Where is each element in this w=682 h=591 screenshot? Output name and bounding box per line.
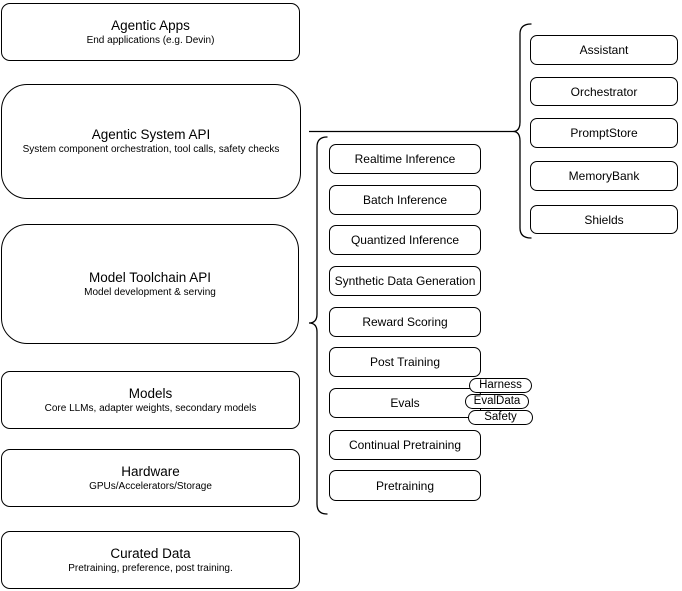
node-promptstore: PromptStore xyxy=(530,118,678,148)
box-title: Agentic System API xyxy=(91,127,211,142)
box-model-toolchain-api: Model Toolchain API Model development & … xyxy=(1,224,299,344)
node-batch-inference: Batch Inference xyxy=(329,185,481,215)
node-shields: Shields xyxy=(530,205,678,234)
brace-toolchain xyxy=(308,136,328,515)
pill-safety: Safety xyxy=(468,410,533,425)
box-subtitle: GPUs/Accelerators/Storage xyxy=(89,480,212,492)
box-title: Model Toolchain API xyxy=(88,269,212,285)
brace-system-components xyxy=(512,23,532,239)
node-reward-scoring: Reward Scoring xyxy=(329,307,481,337)
box-agentic-apps: Agentic Apps End applications (e.g. Devi… xyxy=(1,3,300,61)
box-subtitle: Model development & serving xyxy=(84,286,216,298)
pill-evaldata: EvalData xyxy=(465,394,529,409)
node-memorybank: MemoryBank xyxy=(530,161,678,191)
node-pretraining: Pretraining xyxy=(329,470,481,501)
node-orchestrator: Orchestrator xyxy=(530,77,678,106)
box-agentic-system-api: Agentic System API System component orch… xyxy=(1,84,301,199)
box-curated-data: Curated Data Pretraining, preference, po… xyxy=(1,531,300,589)
node-assistant: Assistant xyxy=(530,35,678,65)
node-continual-pretraining: Continual Pretraining xyxy=(329,430,481,460)
box-subtitle: End applications (e.g. Devin) xyxy=(86,34,215,46)
box-subtitle: Core LLMs, adapter weights, secondary mo… xyxy=(44,402,257,414)
node-realtime-inference: Realtime Inference xyxy=(329,144,481,174)
pill-harness: Harness xyxy=(469,378,532,393)
box-hardware: Hardware GPUs/Accelerators/Storage xyxy=(1,449,300,507)
node-quantized-inference: Quantized Inference xyxy=(329,225,481,255)
box-title: Hardware xyxy=(121,463,180,479)
box-subtitle: System component orchestration, tool cal… xyxy=(22,144,280,155)
box-subtitle: Pretraining, preference, post training. xyxy=(68,562,233,574)
box-title: Agentic Apps xyxy=(111,17,190,33)
box-title: Curated Data xyxy=(110,545,191,561)
node-evals: Evals xyxy=(329,388,481,418)
box-models: Models Core LLMs, adapter weights, secon… xyxy=(1,371,300,429)
node-synthetic-data-generation: Synthetic Data Generation xyxy=(329,266,481,296)
box-title: Models xyxy=(128,385,173,401)
node-post-training: Post Training xyxy=(329,347,481,377)
